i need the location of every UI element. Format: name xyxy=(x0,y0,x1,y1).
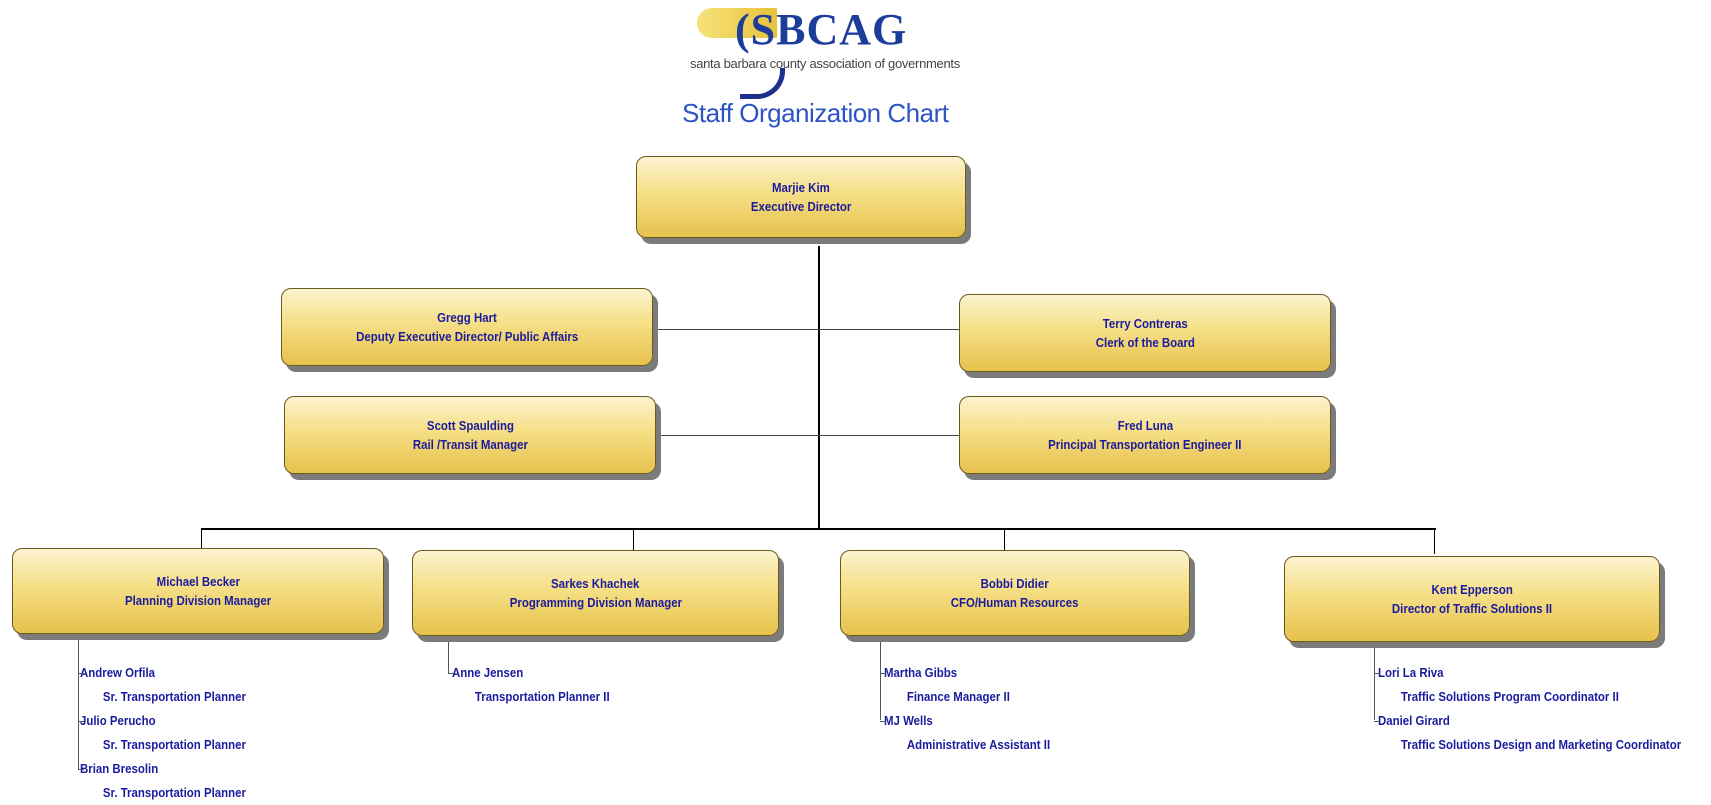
staff-title: Sr. Transportation Planner xyxy=(102,689,246,704)
staff-tick xyxy=(1374,673,1380,674)
planning-manager-name: Michael Becker xyxy=(156,574,240,589)
staff-name: Lori La Riva xyxy=(1378,665,1444,680)
staff-title: Sr. Transportation Planner xyxy=(102,785,246,800)
staff-tick xyxy=(880,721,886,722)
planning-division-box: Michael Becker Planning Division Manager xyxy=(12,548,384,634)
staff-name: MJ Wells xyxy=(884,713,933,728)
staff-name: Anne Jensen xyxy=(452,665,524,680)
connector-deputy-clerk xyxy=(652,329,960,330)
drop-cfo xyxy=(1004,528,1005,550)
cfo-name: Bobbi Didier xyxy=(980,576,1050,591)
traffic-staff-connector xyxy=(1374,648,1375,720)
deputy-director-box: Gregg Hart Deputy Executive Director/ Pu… xyxy=(281,288,653,366)
staff-title: Administrative Assistant II xyxy=(906,737,1051,752)
planning-staff-connector xyxy=(78,640,79,770)
staff-name: Brian Bresolin xyxy=(80,761,159,776)
staff-title: Transportation Planner II xyxy=(474,689,610,704)
logo-swoosh xyxy=(697,8,777,38)
chart-title: Staff Organization Chart xyxy=(682,98,949,128)
cfo-staff-connector xyxy=(880,642,881,720)
traffic-solutions-box: Kent Epperson Director of Traffic Soluti… xyxy=(1284,556,1660,642)
staff-tick xyxy=(1374,721,1380,722)
logo-subtitle: santa barbara county association of gove… xyxy=(690,56,960,71)
logo: (SBCAG xyxy=(735,5,908,54)
programming-manager-name: Sarkes Khachek xyxy=(551,576,640,591)
deputy-title: Deputy Executive Director/ Public Affair… xyxy=(355,329,579,344)
rail-transit-box: Scott Spaulding Rail /Transit Manager xyxy=(284,396,656,474)
cfo-title: CFO/Human Resources xyxy=(951,595,1079,610)
main-trunk-line xyxy=(818,246,820,530)
executive-name: Marjie Kim xyxy=(772,180,830,195)
staff-title: Traffic Solutions Program Coordinator II xyxy=(1400,689,1619,704)
drop-traffic xyxy=(1434,528,1435,554)
staff-tick xyxy=(78,721,84,722)
programming-staff-connector xyxy=(448,642,449,674)
staff-name: Andrew Orfila xyxy=(80,665,156,680)
staff-tick xyxy=(880,673,886,674)
programming-division-box: Sarkes Khachek Programming Division Mana… xyxy=(412,550,779,636)
planning-staff-list: Andrew Orfila Sr. Transportation Planner… xyxy=(80,661,269,805)
staff-name: Martha Gibbs xyxy=(884,665,958,680)
clerk-name: Terry Contreras xyxy=(1102,316,1188,331)
deputy-name: Gregg Hart xyxy=(437,310,497,325)
engineer-name: Fred Luna xyxy=(1117,418,1173,433)
traffic-director-name: Kent Epperson xyxy=(1431,582,1513,597)
staff-name: Julio Perucho xyxy=(80,713,156,728)
executive-title: Executive Director xyxy=(750,199,852,214)
cfo-box: Bobbi Didier CFO/Human Resources xyxy=(840,550,1190,636)
rail-title: Rail /Transit Manager xyxy=(412,437,528,452)
staff-title: Traffic Solutions Design and Marketing C… xyxy=(1400,737,1682,752)
drop-programming xyxy=(633,528,634,550)
programming-manager-title: Programming Division Manager xyxy=(509,595,682,610)
division-bar xyxy=(201,528,1436,530)
logo-swoosh-lower xyxy=(740,68,785,99)
staff-title: Sr. Transportation Planner xyxy=(102,737,246,752)
programming-staff-list: Anne Jensen Transportation Planner II xyxy=(452,661,631,709)
engineer-title: Principal Transportation Engineer II xyxy=(1048,437,1242,452)
staff-tick xyxy=(78,769,84,770)
drop-planning xyxy=(201,528,202,548)
staff-title: Finance Manager II xyxy=(906,689,1010,704)
executive-director-box: Marjie Kim Executive Director xyxy=(636,156,966,238)
clerk-box: Terry Contreras Clerk of the Board xyxy=(959,294,1331,372)
planning-manager-title: Planning Division Manager xyxy=(124,593,272,608)
clerk-title: Clerk of the Board xyxy=(1095,335,1195,350)
staff-name: Daniel Girard xyxy=(1378,713,1450,728)
cfo-staff-list: Martha Gibbs Finance Manager II MJ Wells… xyxy=(884,661,1073,757)
connector-rail-engineer xyxy=(655,435,960,436)
rail-name: Scott Spaulding xyxy=(426,418,514,433)
traffic-staff-list: Lori La Riva Traffic Solutions Program C… xyxy=(1378,661,1711,757)
staff-tick xyxy=(78,673,84,674)
staff-tick xyxy=(448,673,454,674)
traffic-director-title: Director of Traffic Solutions II xyxy=(1391,601,1553,616)
engineer-box: Fred Luna Principal Transportation Engin… xyxy=(959,396,1331,474)
